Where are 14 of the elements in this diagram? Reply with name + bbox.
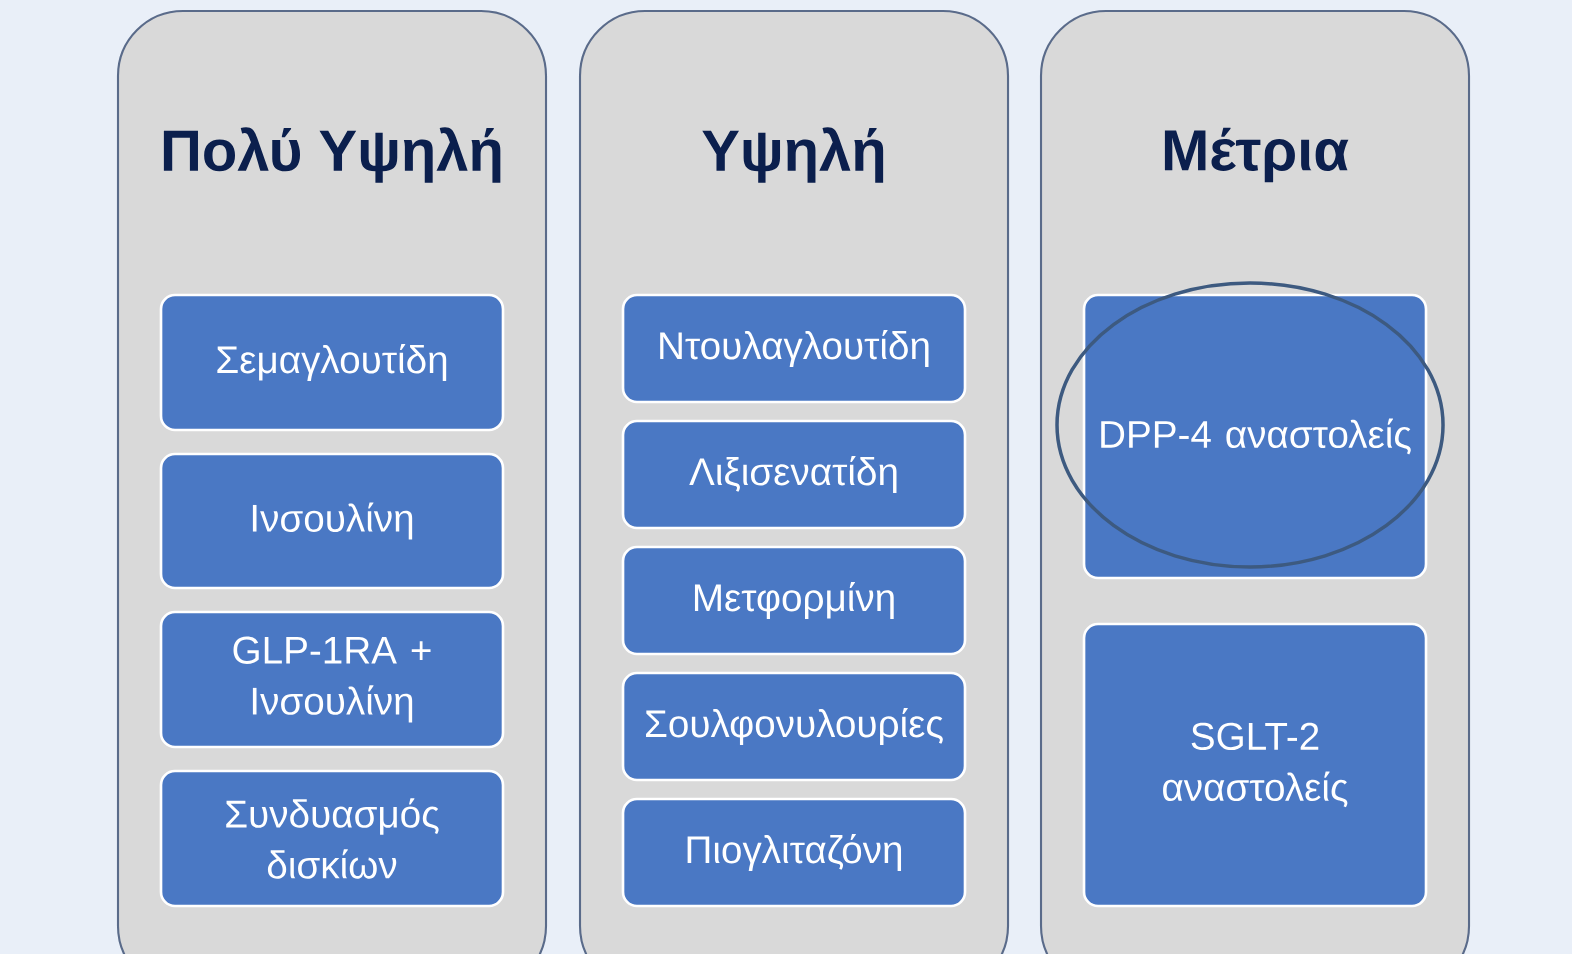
drug-box: Ινσουλίνη xyxy=(159,452,505,590)
column-heading: Υψηλή xyxy=(702,127,884,183)
drug-box: Συνδυασμός δισκίων xyxy=(159,769,505,908)
drug-box: GLP-1RA + Ινσουλίνη xyxy=(159,610,505,749)
drug-box: Σουλφονυλουρίες xyxy=(621,671,967,782)
drug-box: Λιξισενατίδη xyxy=(621,419,967,530)
drug-box: Σεμαγλουτίδη xyxy=(159,293,505,432)
drug-box: Μετφορμίνη xyxy=(621,545,967,656)
drug-box: SGLT-2 αναστολείς xyxy=(1082,622,1428,908)
column-heading: Μέτρια xyxy=(1164,127,1349,183)
drug-box: DPP-4 αναστολείς xyxy=(1082,293,1428,580)
drug-box: Πιογλιταζόνη xyxy=(621,797,967,908)
column-heading: Πολύ Υψηλή xyxy=(163,127,501,183)
drug-box: Ντουλαγλουτίδη xyxy=(621,293,967,404)
